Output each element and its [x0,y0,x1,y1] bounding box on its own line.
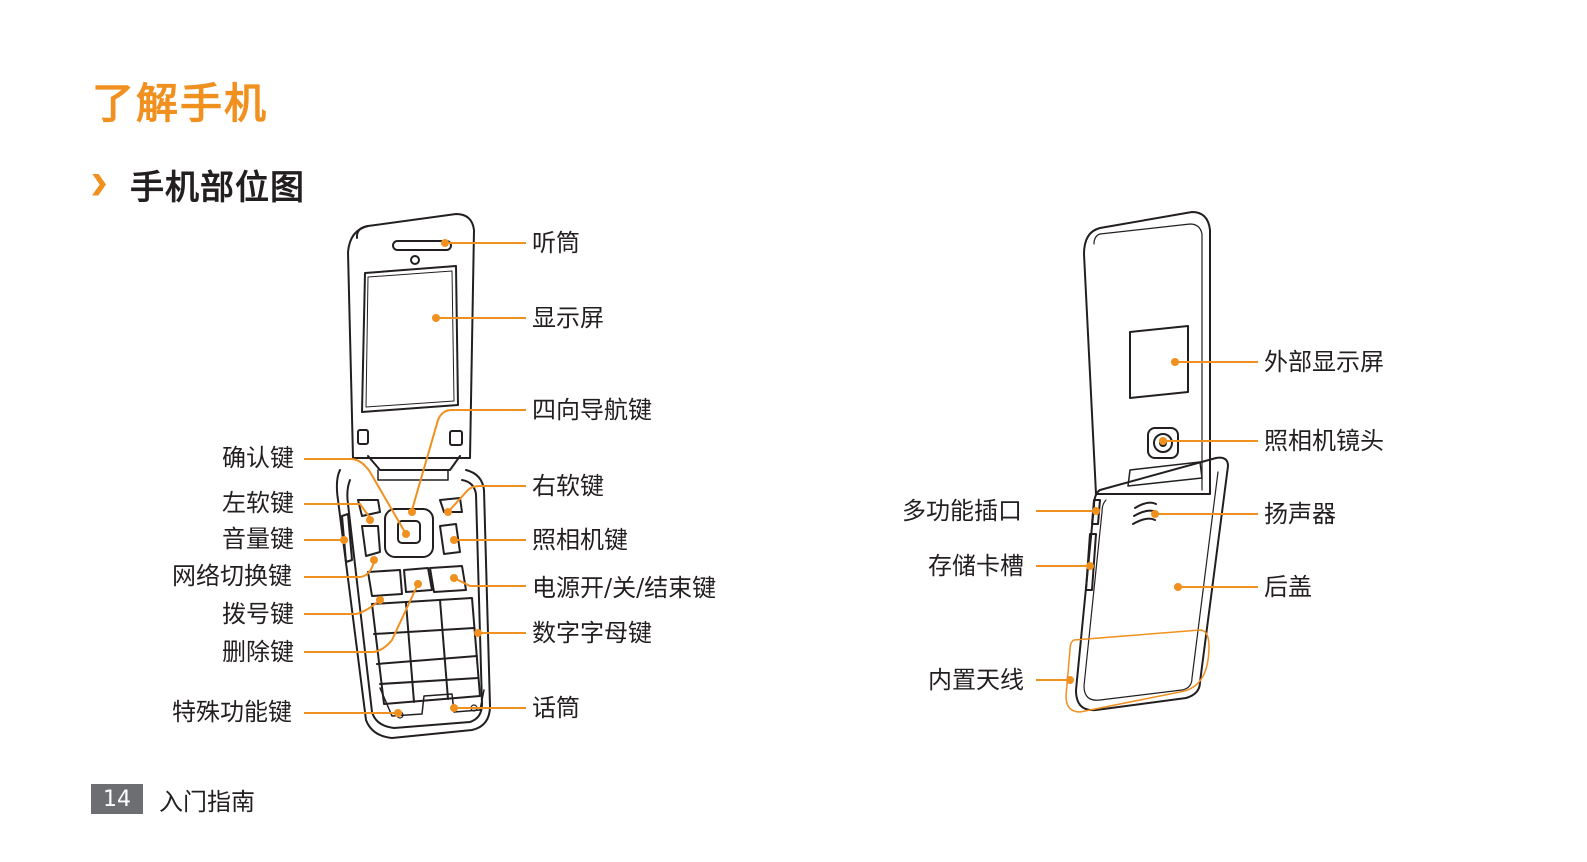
label-special-function-keys: 特殊功能键 [172,698,292,726]
label-nav-key: 四向导航键 [532,396,652,424]
label-back-cover: 后盖 [1264,573,1312,601]
label-earpiece: 听筒 [532,229,580,257]
label-speaker: 扬声器 [1264,500,1336,528]
antenna-outline [1065,629,1210,713]
label-dial-key: 拨号键 [222,600,294,628]
page-number: 14 [91,784,143,814]
label-microphone: 话筒 [532,694,580,722]
page-footer: 14 入门指南 [91,784,255,816]
label-right-soft-key: 右软键 [532,472,604,500]
section-title: 手机部位图 [92,160,305,209]
label-display: 显示屏 [532,304,604,332]
label-camera-lens: 照相机镜头 [1264,427,1384,455]
label-alphanumeric-keys: 数字字母键 [532,619,652,647]
front-phone-drawing [335,213,491,739]
section-title-text: 手机部位图 [130,168,305,208]
label-memory-card-slot: 存储卡槽 [928,552,1024,580]
label-delete-key: 删除键 [222,638,294,666]
label-volume-key: 音量键 [222,525,294,553]
label-left-soft-key: 左软键 [222,489,294,517]
label-camera-key: 照相机键 [532,526,628,554]
label-internal-antenna: 内置天线 [928,666,1024,694]
label-power-end-key: 电源开/关/结束键 [532,574,717,602]
label-external-display: 外部显示屏 [1264,348,1384,376]
page-title: 了解手机 [92,79,269,128]
back-phone-drawing [1075,211,1229,712]
label-confirm-key: 确认键 [222,444,294,472]
label-multifunction-jack: 多功能插口 [902,497,1022,525]
chapter-name: 入门指南 [159,787,255,816]
label-network-switch-key: 网络切换键 [172,562,292,590]
